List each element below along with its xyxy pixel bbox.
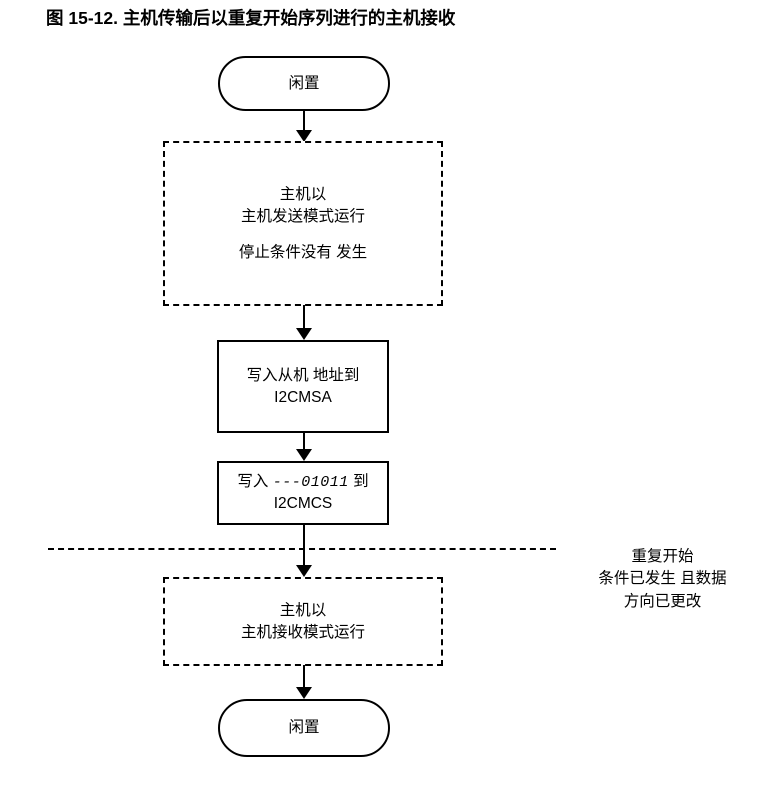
node-text-line: 主机以 — [279, 185, 327, 203]
arrowhead-down-icon — [296, 565, 312, 577]
node-text-line: 闲置 — [288, 719, 320, 736]
node-text-line: 停止条件没有 发生 — [238, 243, 368, 261]
flow-node-master-receive: 主机以 主机接收模式运行 — [163, 577, 443, 666]
node-register-value: ---01011 — [272, 473, 349, 491]
node-text-line: 闲置 — [288, 74, 320, 92]
flow-node-write-i2cmcs: 写入 ---01011 到 I2CMCS — [217, 461, 389, 525]
node-text-line: 写入从机 地址到 — [246, 366, 360, 384]
flow-node-idle-bottom: 闲置 — [218, 699, 390, 757]
node-register-name: I2CMCS — [273, 495, 333, 513]
figure-caption: 主机传输后以重复开始序列进行的主机接收 — [122, 8, 456, 28]
page-title: 图 15-12. 主机传输后以重复开始序列进行的主机接收 — [46, 8, 455, 30]
connector-idle-to-transmit — [303, 110, 305, 132]
node-text-line: 写入 ---01011 到 — [237, 471, 368, 493]
flow-node-idle-top: 闲置 — [218, 56, 390, 111]
flow-node-master-transmit: 主机以 主机发送模式运行 停止条件没有 发生 — [163, 141, 443, 306]
arrowhead-down-icon — [296, 130, 312, 142]
annotation-line: 方向已更改 — [623, 592, 702, 610]
node-write-prefix: 写入 — [237, 472, 269, 490]
connector-receive-to-idle — [303, 665, 305, 688]
annotation-repeated-start: 重复开始 条件已发生 且数据 方向已更改 — [575, 546, 750, 613]
repeated-start-separator — [48, 548, 556, 550]
node-write-suffix: 到 — [353, 472, 369, 490]
annotation-line: 条件已发生 且数据 — [598, 570, 727, 588]
node-text-line: 主机发送模式运行 — [240, 207, 365, 225]
flow-node-write-i2cmsa: 写入从机 地址到 I2CMSA — [217, 340, 389, 433]
connector-i2cmcs-to-receive — [303, 524, 305, 566]
arrowhead-down-icon — [296, 328, 312, 340]
figure-label: 图 15-12. — [46, 8, 118, 28]
arrowhead-down-icon — [296, 449, 312, 461]
arrowhead-down-icon — [296, 687, 312, 699]
connector-i2cmsa-to-i2cmcs — [303, 432, 305, 450]
annotation-line: 重复开始 — [631, 548, 694, 565]
node-text-line: 主机以 — [279, 601, 327, 619]
node-register-name: I2CMSA — [274, 388, 332, 406]
connector-transmit-to-i2cmsa — [303, 305, 305, 329]
node-text-line: 主机接收模式运行 — [240, 623, 365, 641]
